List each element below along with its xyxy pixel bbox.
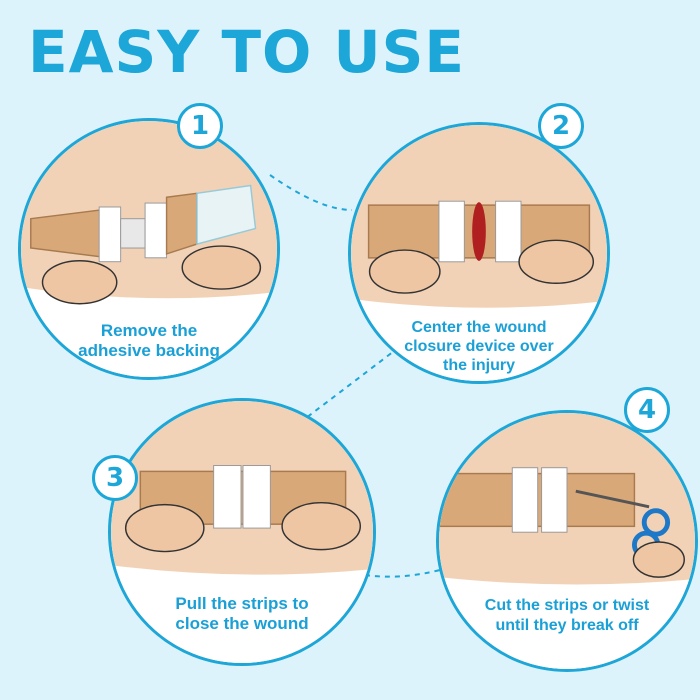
step-2-circle: Center the wound closure device over the… xyxy=(348,122,610,384)
step-3-illustration xyxy=(111,401,373,663)
step-1-illustration xyxy=(21,121,277,377)
step-1-circle: Remove the adhesive backing xyxy=(18,118,280,380)
step-2-caption: Center the wound closure device over the… xyxy=(351,318,607,375)
step-2-illustration xyxy=(351,125,607,381)
step-2-caption-line: closure device over xyxy=(404,338,554,355)
step-3-caption: Pull the strips to close the wound xyxy=(111,594,373,634)
step-1-number-badge: 1 xyxy=(177,103,223,149)
step-4-caption-line: until they break off xyxy=(495,617,639,634)
step-3-number-badge: 3 xyxy=(92,455,138,501)
step-3-circle: Pull the strips to close the wound xyxy=(108,398,376,666)
step-4-illustration xyxy=(439,413,695,669)
step-3-caption-line: Pull the strips to xyxy=(175,594,309,613)
step-2-number-badge: 2 xyxy=(538,103,584,149)
step-1-caption-line: adhesive backing xyxy=(78,341,220,360)
step-4-circle: Cut the strips or twist until they break… xyxy=(436,410,698,672)
step-2-caption-line: the injury xyxy=(442,357,515,374)
step-2-caption-line: Center the wound xyxy=(411,319,547,336)
step-4-caption: Cut the strips or twist until they break… xyxy=(439,596,695,636)
step-1-caption-line: Remove the xyxy=(100,321,198,340)
step-4-caption-line: Cut the strips or twist xyxy=(484,597,650,614)
step-4-number-badge: 4 xyxy=(624,387,670,433)
step-1-caption: Remove the adhesive backing xyxy=(21,321,277,361)
page-title: EASY TO USE xyxy=(28,18,466,86)
step-3-caption-line: close the wound xyxy=(175,614,309,633)
